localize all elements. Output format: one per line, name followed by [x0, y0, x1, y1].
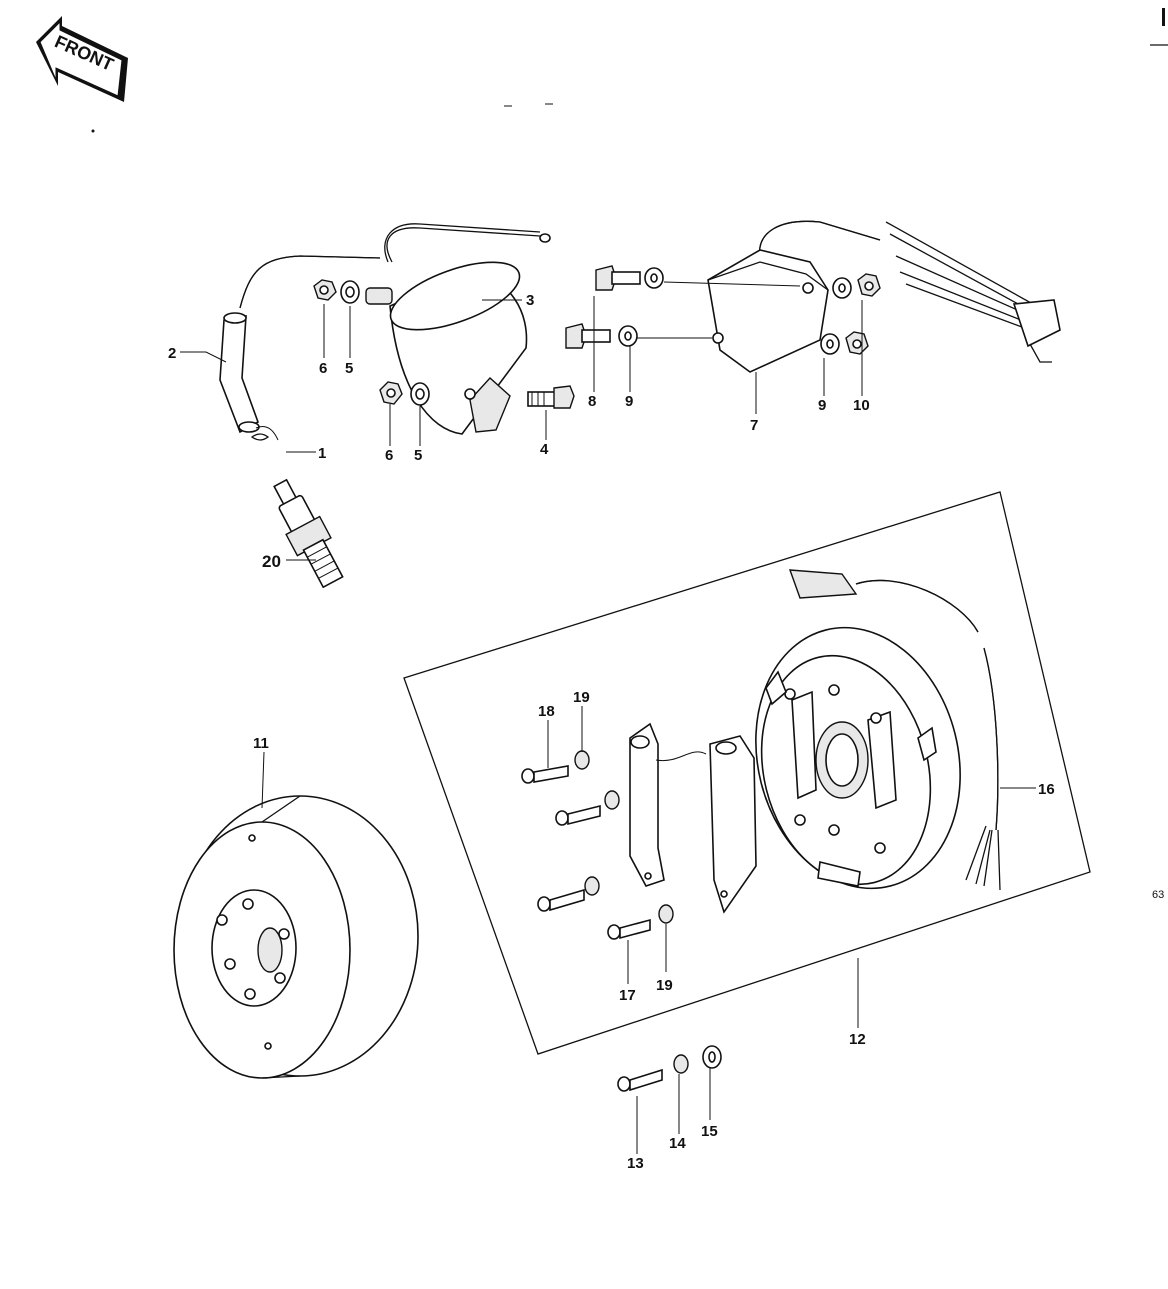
part-label-19a: 19 — [573, 689, 590, 706]
hex-nut — [313, 279, 337, 301]
part-label-1: 1 — [318, 445, 326, 462]
part-labels: 1 2 3 4 5 5 6 6 7 8 9 9 10 11 12 13 14 1… — [168, 292, 1055, 1172]
part-label-4: 4 — [540, 441, 549, 458]
part-label-16: 16 — [1038, 781, 1055, 798]
part-label-2: 2 — [168, 345, 176, 362]
hex-nut — [857, 273, 881, 297]
charging-coil — [655, 735, 757, 914]
pulser-coil — [629, 722, 665, 887]
spring-clip — [250, 426, 279, 441]
part-label-20: 20 — [262, 552, 281, 571]
washer — [702, 1045, 722, 1069]
screw — [521, 765, 569, 784]
part-label-19b: 19 — [656, 977, 673, 994]
page-number-fragment: 63 — [1152, 889, 1164, 901]
screw — [607, 918, 651, 940]
screw — [537, 888, 585, 912]
washer — [644, 267, 664, 289]
lock-washer — [658, 904, 674, 924]
part-label-13: 13 — [627, 1155, 644, 1172]
stator-assembly-outline — [403, 491, 1091, 1055]
part-label-18: 18 — [538, 703, 555, 720]
flywheel-bolt — [617, 1068, 663, 1092]
part-label-5b: 5 — [414, 447, 422, 464]
edge-marks: 63 — [91, 8, 1168, 901]
hex-nut — [379, 381, 403, 405]
lock-washer — [574, 750, 590, 770]
part-label-12: 12 — [849, 1031, 866, 1048]
part-label-3: 3 — [526, 292, 534, 309]
part-label-8: 8 — [588, 393, 596, 410]
part-label-14: 14 — [669, 1135, 686, 1152]
hex-bolt — [527, 385, 575, 409]
stator-plate-icon — [755, 626, 961, 890]
part-label-6b: 6 — [385, 447, 393, 464]
washer — [618, 325, 638, 347]
hex-bolt — [595, 265, 641, 291]
part-label-17: 17 — [619, 987, 636, 1004]
lock-washer — [604, 790, 620, 810]
hex-nut — [845, 331, 869, 355]
hex-bolt — [565, 323, 611, 349]
lock-washer — [673, 1054, 689, 1074]
part-label-5a: 5 — [345, 360, 353, 377]
spark-plug-cap — [219, 255, 381, 434]
leader-lines — [180, 296, 1036, 1154]
part-label-10: 10 — [853, 397, 870, 414]
part-label-11: 11 — [253, 735, 269, 752]
lock-washer — [584, 876, 600, 896]
part-label-9a: 9 — [625, 393, 633, 410]
part-label-15: 15 — [701, 1123, 718, 1140]
front-arrow-icon: FRONT — [36, 16, 128, 102]
washer — [410, 382, 430, 406]
stator-lead-wire — [788, 569, 1001, 891]
spark-plug-icon — [273, 478, 344, 589]
washer — [832, 277, 852, 299]
flywheel-rotor-icon — [173, 795, 419, 1079]
washer — [340, 280, 360, 304]
washer — [820, 333, 840, 355]
part-label-6a: 6 — [319, 360, 327, 377]
part-label-7: 7 — [750, 417, 758, 434]
screw — [555, 804, 601, 826]
part-label-9b: 9 — [818, 397, 826, 414]
cdi-unit-icon — [707, 220, 881, 373]
wire-harness — [885, 221, 1061, 363]
